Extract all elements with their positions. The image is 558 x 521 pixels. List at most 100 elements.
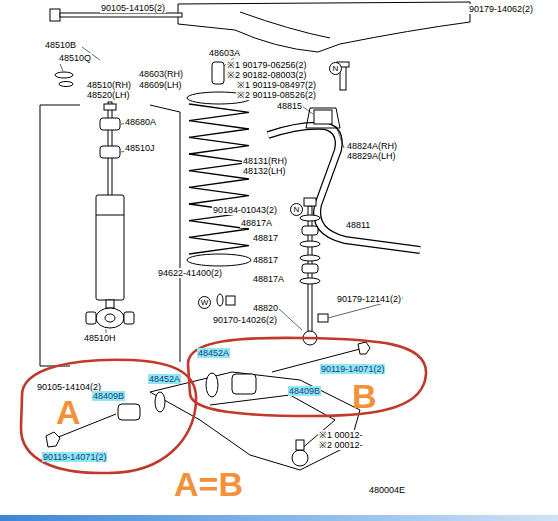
stabilizer-link — [300, 255, 320, 261]
part-number: 48817 — [252, 233, 279, 243]
part-number: ※1 90119-08497(2) — [236, 80, 317, 90]
stabilizer-bar — [268, 126, 420, 250]
part-number: 48811 — [345, 220, 371, 230]
spring-seat — [187, 254, 251, 266]
leader-line — [278, 308, 302, 330]
part-number: 48817A — [252, 274, 285, 284]
part-number: 48815 — [276, 101, 303, 111]
coil-spring — [189, 171, 249, 188]
part-number: 48520(LH) — [86, 90, 131, 100]
shock-absorber — [106, 300, 114, 308]
stabilizer-bar — [268, 108, 420, 250]
part-number: ※2 00012- — [318, 440, 364, 450]
part-number: 48609(LH) — [138, 80, 183, 90]
part-number: ※2 90119-08526(2) — [236, 90, 317, 100]
region-outline — [21, 360, 196, 473]
stabilizer-link — [217, 294, 223, 306]
shock-absorber — [96, 215, 124, 216]
circled-letter: N — [329, 62, 342, 75]
part-number: 48510J — [124, 143, 156, 153]
shock-absorber — [100, 146, 120, 158]
shock-absorber — [96, 308, 124, 328]
lower-arm — [358, 342, 370, 354]
shock-absorber — [59, 82, 73, 87]
part-number: 48817 — [252, 255, 279, 265]
part-number: 48409B — [92, 391, 125, 401]
shock-absorber — [104, 104, 116, 110]
region-letter: A — [56, 394, 81, 430]
circled-letter: N — [290, 203, 303, 216]
part-number: 48829A(LH) — [346, 151, 397, 161]
stabilizer-bar — [306, 108, 340, 128]
part-number: 48452A — [148, 374, 181, 384]
part-number: 48409B — [288, 386, 321, 396]
lower-arm — [118, 404, 140, 420]
coil-spring — [189, 237, 249, 254]
coil-spring — [189, 104, 249, 121]
part-number: 48510Q — [58, 53, 92, 63]
part-number: 90179-14062(2) — [468, 4, 534, 14]
circled-letter: W — [198, 296, 211, 309]
upper-arm — [240, 12, 330, 38]
stabilizer-link — [304, 198, 316, 206]
shock-absorber — [86, 312, 96, 324]
leader-line — [336, 126, 344, 148]
part-number: 90179-12141(2) — [336, 294, 402, 304]
region-letter: B — [352, 378, 377, 414]
part-number: 48824A(RH) — [346, 141, 398, 151]
stabilizer-link — [300, 215, 320, 221]
upper-arm — [60, 13, 182, 17]
leader-line — [60, 47, 403, 340]
part-number: 48131(RH) — [242, 156, 288, 166]
bottom-bar — [0, 515, 558, 521]
part-number: 480004E — [368, 485, 406, 495]
shock-absorber — [96, 195, 124, 300]
coil-spring — [189, 121, 249, 138]
leader-line — [60, 64, 63, 71]
coil-spring — [189, 104, 249, 254]
coil-spring — [189, 154, 249, 171]
lower-arm — [150, 372, 360, 470]
region-outline — [188, 338, 426, 416]
callout-region: B — [184, 334, 434, 420]
part-number: 90119-14071(2) — [42, 452, 107, 462]
part-number: 48603A — [208, 48, 241, 58]
lower-arm — [46, 432, 60, 447]
part-number: ※2 90182-08003(2) — [226, 70, 308, 80]
coil-spring — [189, 187, 249, 204]
shock-absorber — [100, 118, 120, 130]
part-number: 90184-01043(2) — [212, 205, 278, 215]
stabilizer-link — [300, 241, 320, 247]
part-number: 48510B — [44, 40, 77, 50]
shock-absorber — [124, 312, 134, 324]
stabilizer-link — [300, 278, 320, 284]
lower-arm — [292, 450, 308, 466]
spring-seat — [212, 62, 224, 84]
lower-arm — [155, 392, 165, 412]
part-number: 90119-14071(2) — [320, 364, 385, 374]
stabilizer-bar — [314, 110, 332, 124]
stabilizer-link — [302, 264, 318, 273]
part-number: 48452A — [197, 348, 230, 358]
stabilizer-link — [318, 314, 328, 322]
shock-absorber — [105, 314, 115, 322]
part-number: 48680A — [124, 117, 157, 127]
shock-absorber — [40, 105, 80, 366]
lower-arm — [296, 440, 304, 450]
part-number: ※1 00012- — [318, 430, 364, 440]
equation-label: A=B — [172, 466, 245, 502]
lower-arm — [232, 374, 256, 394]
upper-arm — [50, 2, 470, 90]
coil-spring — [189, 137, 249, 154]
stabilizer-link — [302, 226, 318, 235]
shock-absorber — [40, 72, 180, 366]
part-number: 90105-14105(2) — [100, 3, 166, 13]
leader-line — [302, 106, 313, 114]
part-number: 48603(RH) — [138, 69, 184, 79]
part-number: 48820 — [252, 303, 279, 313]
part-number: 48510H — [83, 333, 117, 343]
part-number: 90170-14026(2) — [212, 315, 278, 325]
part-number: 94622-41400(2) — [157, 268, 223, 278]
part-number: 48817A — [240, 218, 273, 228]
shock-absorber — [55, 72, 73, 78]
